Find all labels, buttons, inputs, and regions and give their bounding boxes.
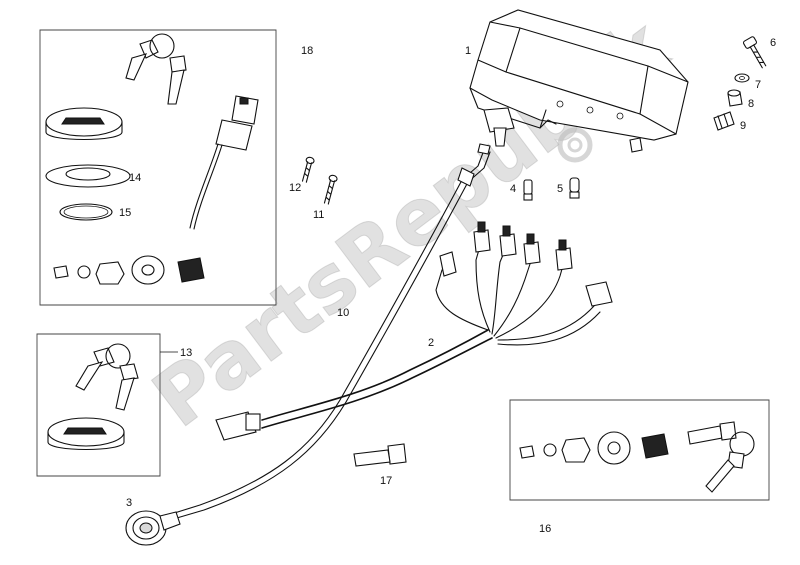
box-switch-kit-13 — [36, 333, 161, 477]
callout-1: 1 — [465, 45, 471, 57]
fastener-row-top — [53, 255, 205, 285]
callout-13: 13 — [180, 347, 192, 359]
speedometer-cable — [167, 143, 491, 521]
callout-11: 11 — [313, 209, 324, 221]
callout-8: 8 — [748, 98, 754, 110]
lock-cylinder-13 — [47, 417, 125, 451]
callout-17: 17 — [380, 475, 392, 487]
callout-15: 15 — [119, 207, 131, 219]
screw-12 — [301, 156, 315, 183]
ignition-lock-cylinder — [45, 107, 123, 141]
watermark-gear-icon — [557, 127, 593, 163]
screw-11 — [323, 174, 338, 205]
keys-13 — [75, 343, 139, 411]
callout-10: 10 — [337, 307, 349, 319]
callouts: 1 2 3 4 5 6 7 8 9 10 11 12 13 14 15 16 1… — [119, 37, 776, 535]
callout-6: 6 — [770, 37, 776, 49]
bulb-5 — [569, 177, 580, 199]
callout-9: 9 — [740, 120, 746, 132]
box-lock-kit-16 — [509, 399, 770, 501]
callout-5: 5 — [557, 183, 563, 195]
cable-drive-end — [125, 510, 181, 546]
callout-7: 7 — [755, 79, 761, 91]
wiring-harness — [215, 221, 613, 441]
instrument-panel — [469, 9, 689, 153]
box-ignition-kit — [39, 29, 277, 306]
screw-6 — [742, 36, 767, 69]
keys-16 — [687, 421, 755, 493]
callout-4: 4 — [510, 183, 516, 195]
ignition-keys — [125, 33, 187, 105]
callout-12: 12 — [289, 182, 301, 194]
o-ring-15 — [59, 203, 113, 221]
grommet-9 — [713, 111, 735, 131]
callout-14: 14 — [129, 172, 141, 184]
ignition-switch-body — [189, 95, 259, 230]
callout-3: 3 — [126, 497, 132, 509]
lock-ring-14 — [45, 164, 131, 188]
bulb-4 — [523, 179, 533, 201]
washer-7 — [734, 73, 750, 83]
fastener-row-16 — [519, 431, 669, 465]
grommet-8 — [727, 89, 743, 107]
callout-2: 2 — [428, 337, 434, 349]
key-17 — [353, 443, 407, 467]
callout-16: 16 — [539, 523, 551, 535]
callout-18: 18 — [301, 45, 313, 57]
